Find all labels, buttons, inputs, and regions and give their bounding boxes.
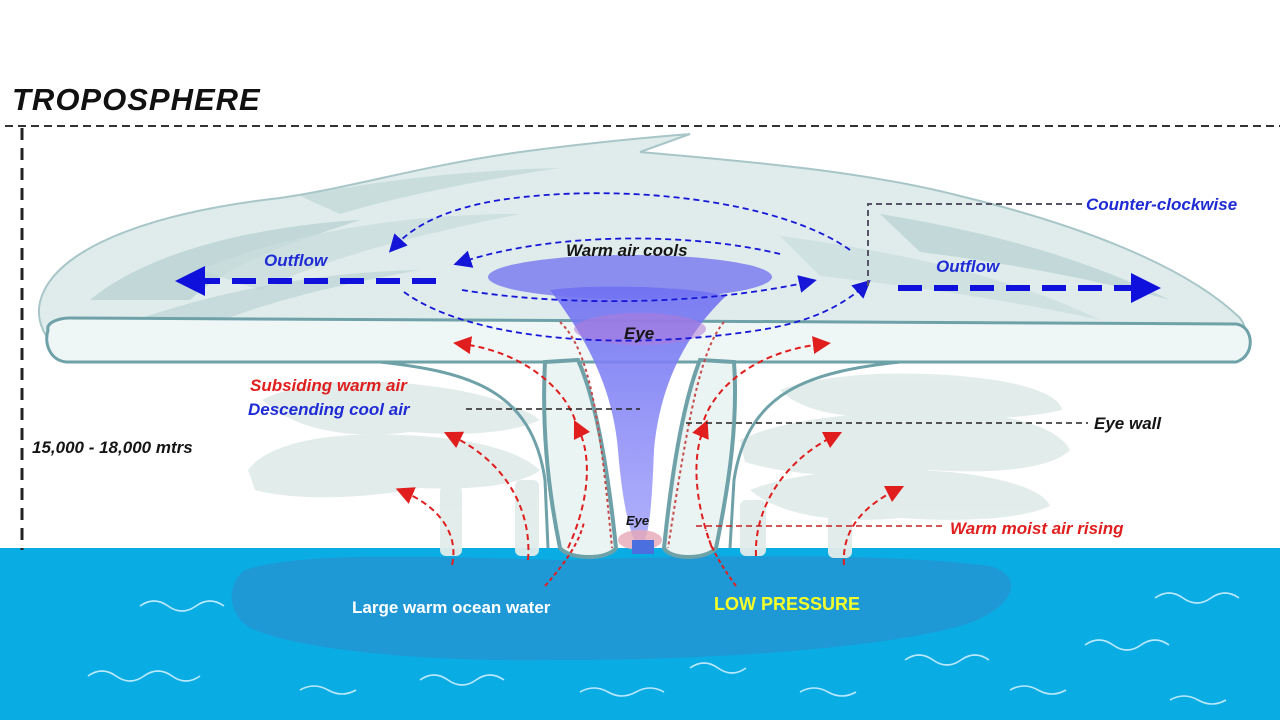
outflow-right-label: Outflow	[936, 257, 1001, 276]
circulation-loops	[388, 192, 871, 342]
eye-upper-ring	[574, 313, 706, 345]
circulation-outer-bottom	[403, 279, 871, 342]
cloud-bands-left	[248, 381, 540, 556]
ocean-arrow-right	[705, 529, 737, 587]
eye-column	[488, 255, 772, 554]
circulation-inner-bottom	[461, 275, 817, 303]
ocean	[0, 548, 1280, 720]
rising-arrow-5	[692, 419, 713, 549]
rising-arrow-3	[567, 419, 591, 549]
height-label: 15,000 - 18,000 mtrs	[32, 438, 193, 457]
warm-moist-air-rising-label: Warm moist air rising	[950, 519, 1124, 538]
low-pressure-label: LOW PRESSURE	[714, 594, 860, 614]
troposphere-label: TROPOSPHERE	[12, 82, 261, 117]
rising-arrow-6	[703, 336, 831, 421]
leader-lines	[466, 203, 1088, 527]
rising-arrow-2	[443, 431, 530, 561]
eye-wall-label: Eye wall	[1094, 414, 1162, 433]
rising-arrow-7	[754, 431, 843, 557]
rising-arrow-8	[842, 485, 905, 566]
eye-bottom-label: Eye	[626, 513, 649, 528]
ocean-arrow-left	[544, 521, 585, 587]
outflow-left-label: Outflow	[264, 251, 329, 270]
eye-top-disc	[488, 255, 772, 299]
counter-clockwise-leader	[867, 203, 1082, 286]
subsiding-warm-air-label: Subsiding warm air	[250, 376, 408, 395]
descending-cool-air-label: Descending cool air	[248, 400, 411, 419]
rising-arrow-1	[395, 487, 455, 566]
circulation-outer-top	[388, 192, 851, 253]
eye-wall-columns	[379, 321, 901, 559]
large-warm-ocean-water-label: Large warm ocean water	[352, 598, 551, 617]
warm-air-cools-label: Warm air cools	[566, 241, 688, 260]
ocean-waves	[87, 592, 1240, 705]
ocean-warm-water-patch	[231, 556, 1012, 661]
counter-clockwise-label: Counter-clockwise	[1086, 195, 1237, 214]
eye-base-core	[632, 540, 654, 554]
circulation-inner-top	[453, 237, 781, 268]
eye-top-label: Eye	[624, 324, 654, 343]
